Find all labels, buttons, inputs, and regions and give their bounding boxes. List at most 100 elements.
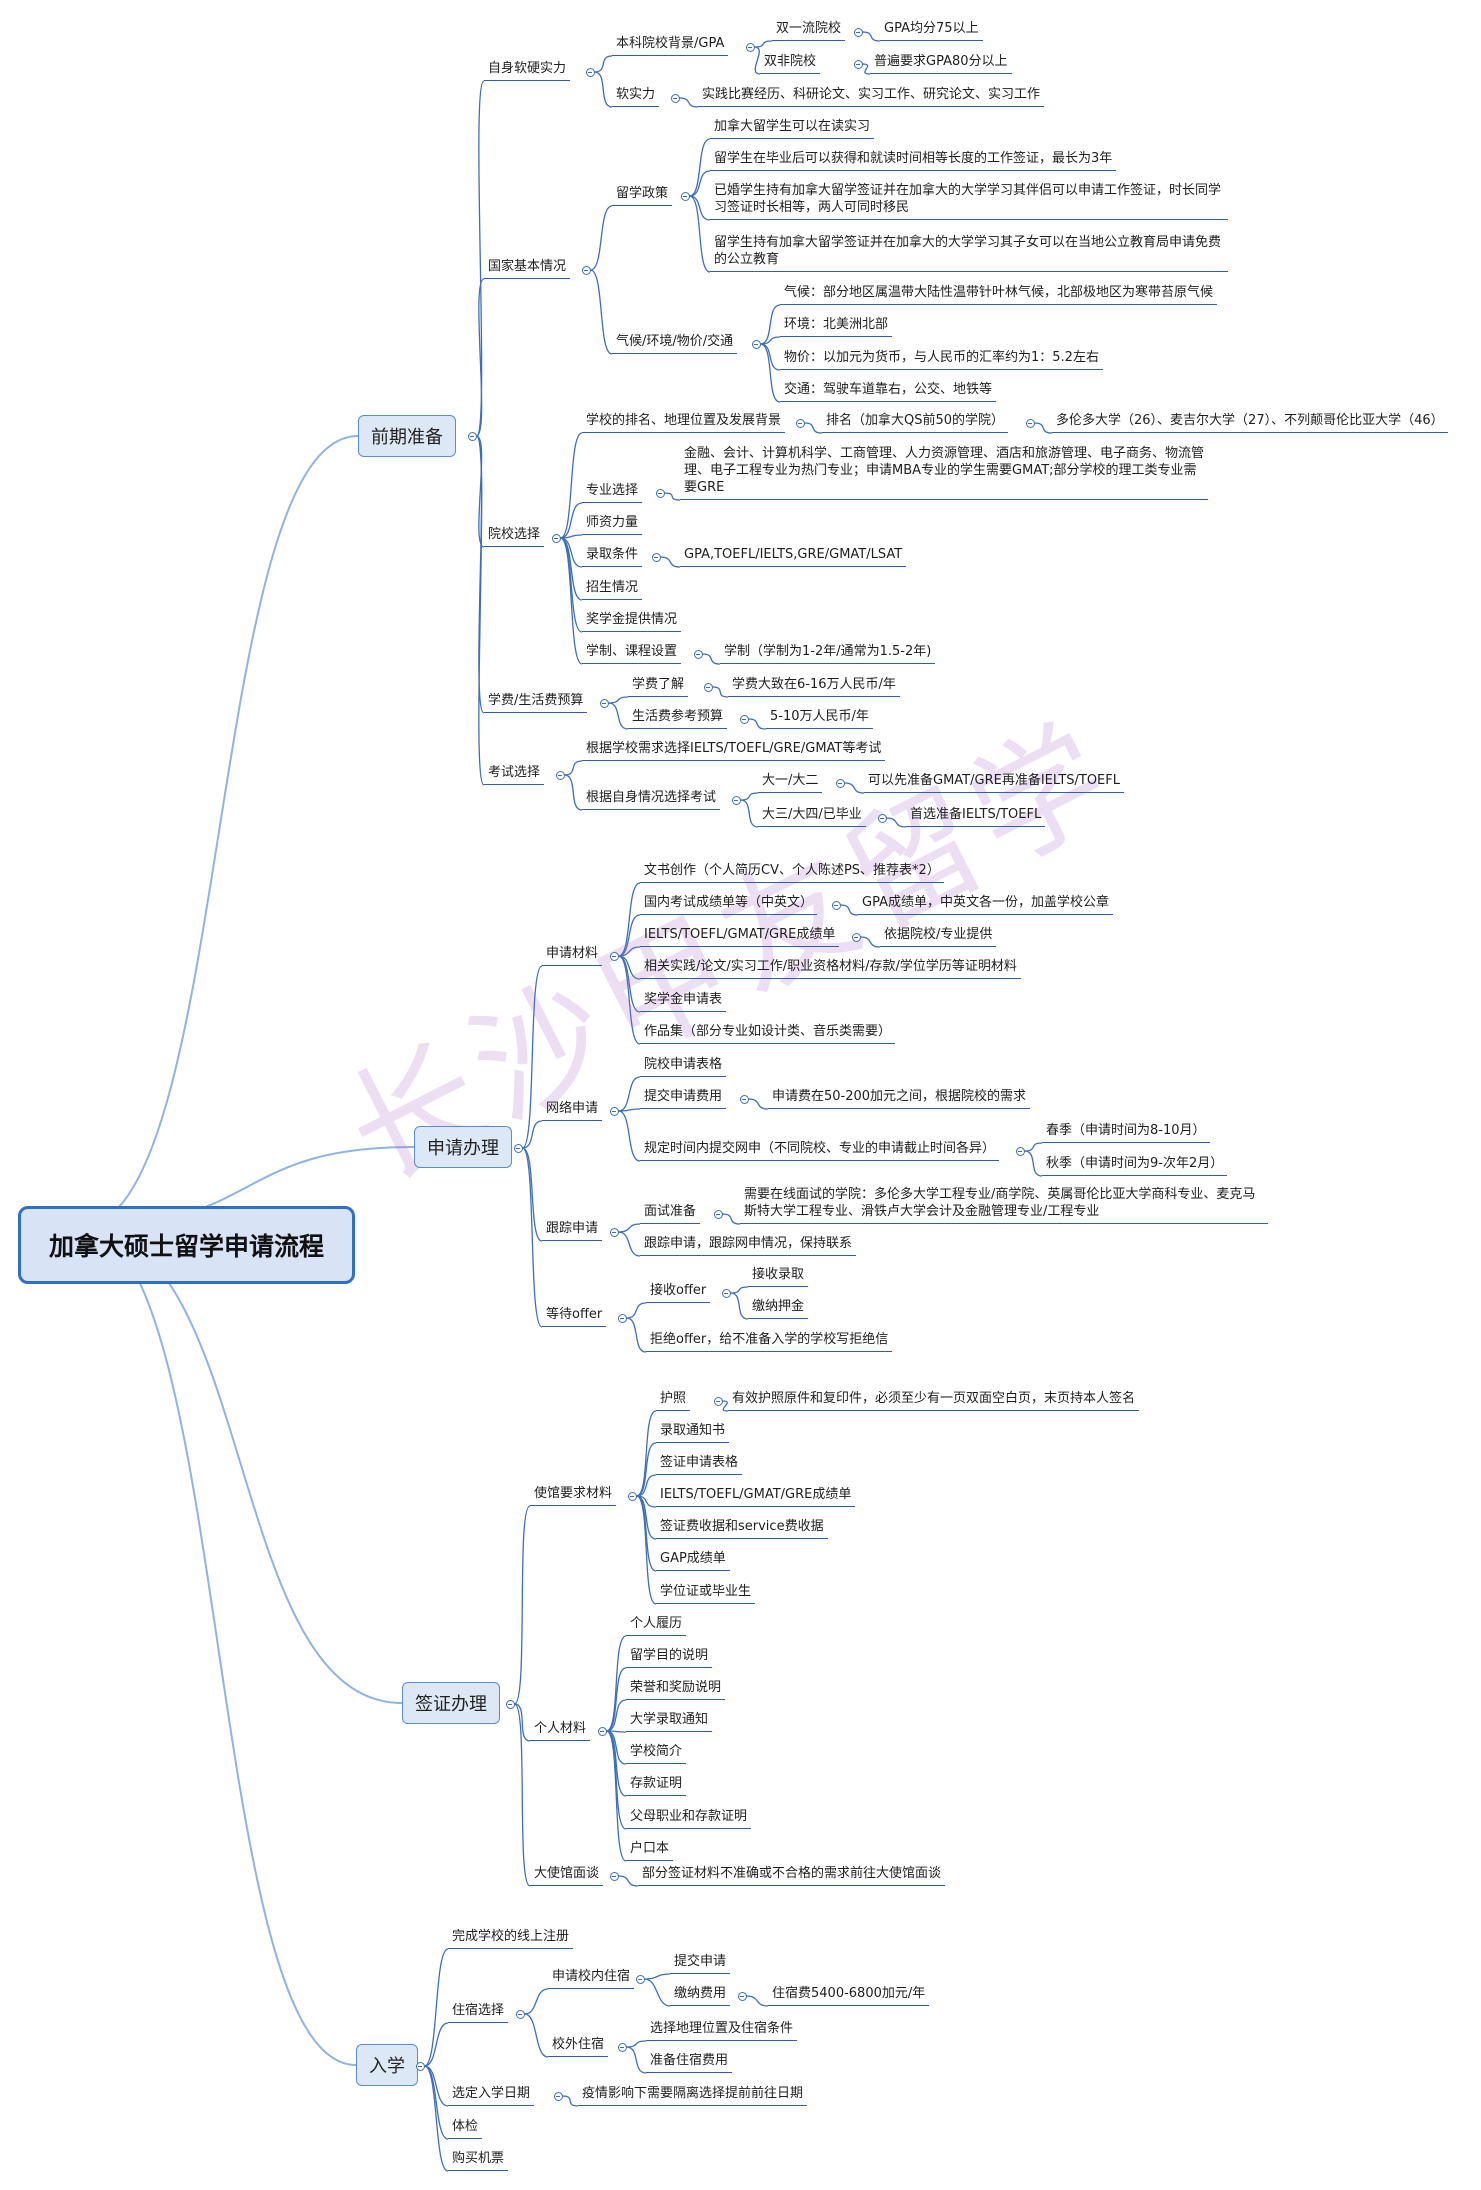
topic-v-e2[interactable]: 录取通知书 [656,1422,730,1443]
topic-v-p1[interactable]: 个人履历 [626,1615,687,1636]
topic-p-system-v[interactable]: 学制（学制为1-2年/通常为1.5-2年) [720,643,936,664]
topic-v-passport-v[interactable]: 有效护照原件和复印件，必须至少有一页双面空白页，末页持本人签名 [728,1390,1140,1411]
topic-a-offer[interactable]: 等待offer [542,1306,607,1327]
topic-p-budget[interactable]: 学费/生活费预算 [484,692,588,713]
topic-v-p6[interactable]: 存款证明 [626,1775,687,1796]
collapse-toggle-icon[interactable] [627,1491,637,1501]
collapse-toggle-icon[interactable] [680,191,690,201]
topic-v-embassy-mat[interactable]: 使馆要求材料 [530,1485,617,1506]
collapse-toggle-icon[interactable] [831,900,841,910]
topic-v-e4[interactable]: IELTS/TOEFL/GMAT/GRE成绩单 [656,1486,856,1507]
topic-e-date[interactable]: 选定入学日期 [448,2085,535,2106]
collapse-toggle-icon[interactable] [553,2091,563,2101]
topic-p-rank2[interactable]: 排名（加拿大QS前50的学院） [822,412,1009,433]
collapse-toggle-icon[interactable] [693,649,703,659]
topic-a-spring[interactable]: 春季（申请时间为8-10月） [1042,1122,1210,1143]
topic-p-climate[interactable]: 气候/环境/物价/交通 [612,333,738,354]
root-topic[interactable]: 加拿大硕士留学申请流程 [18,1206,356,1284]
collapse-toggle-icon[interactable] [651,552,661,562]
collapse-toggle-icon[interactable] [703,682,713,692]
topic-e-on[interactable]: 申请校内住宿 [548,1968,635,1989]
topic-p-cl1[interactable]: 气候：部分地区属温带大陆性温带针叶林气候，北部极地区为寒带苔原气候 [780,284,1218,305]
collapse-toggle-icon[interactable] [555,770,565,780]
topic-v-p2[interactable]: 留学目的说明 [626,1647,713,1668]
topic-v-e7[interactable]: 学位证或毕业生 [656,1583,756,1604]
collapse-toggle-icon[interactable] [505,1699,515,1709]
topic-e-off2[interactable]: 准备住宿费用 [646,2052,733,2073]
collapse-toggle-icon[interactable] [835,778,845,788]
topic-v-p3[interactable]: 荣誉和奖励说明 [626,1679,726,1700]
branch-visa[interactable]: 签证办理 [402,1682,500,1724]
topic-p-soft[interactable]: 自身软硬实力 [484,60,571,81]
topic-v-p5[interactable]: 学校简介 [626,1743,687,1764]
topic-p-pol2[interactable]: 留学生在毕业后可以获得和就读时间相等长度的工作签证，最长为3年 [710,150,1117,171]
branch-enroll[interactable]: 入学 [356,2044,418,2086]
topic-p-rank[interactable]: 学校的排名、地理位置及发展背景 [582,412,786,433]
topic-p-tuition-v[interactable]: 学费大致在6-16万人民币/年 [728,676,900,697]
topic-e-date-v[interactable]: 疫情影响下需要隔离选择提前前往日期 [578,2085,808,2106]
topic-a-o1[interactable]: 院校申请表格 [640,1056,727,1077]
topic-p-admit[interactable]: 录取条件 [582,546,643,567]
topic-a-track[interactable]: 跟踪申请，跟踪网申情况，保持联系 [640,1235,857,1256]
collapse-toggle-icon[interactable] [635,1974,645,1984]
topic-a-o3[interactable]: 规定时间内提交网申（不同院校、专业的申请截止时间各异） [640,1140,1000,1161]
topic-a-accept[interactable]: 接收offer [646,1282,711,1303]
topic-p-y12-v[interactable]: 可以先准备GMAT/GRE再准备IELTS/TOEFL [864,772,1124,793]
collapse-toggle-icon[interactable] [599,698,609,708]
collapse-toggle-icon[interactable] [795,418,805,428]
topic-p-y12[interactable]: 大一/大二 [758,772,823,793]
topic-a-m3[interactable]: IELTS/TOEFL/GMAT/GRE成绩单 [640,926,840,947]
topic-p-elite-gpa[interactable]: GPA均分75以上 [880,20,983,41]
topic-a-m2[interactable]: 国内考试成绩单等（中英文） [640,894,818,915]
topic-a-m1[interactable]: 文书创作（个人简历CV、个人陈述PS、推荐表*2） [640,862,944,883]
topic-p-nonelite[interactable]: 双非院校 [760,53,821,74]
collapse-toggle-icon[interactable] [721,1288,731,1298]
topic-a-reject[interactable]: 拒绝offer，给不准备入学的学校写拒绝信 [646,1331,893,1352]
topic-v-p7[interactable]: 父母职业和存款证明 [626,1808,752,1829]
topic-p-y34-v[interactable]: 首选准备IELTS/TOEFL [906,806,1046,827]
topic-a-m6[interactable]: 作品集（部分专业如设计类、音乐类需要） [640,1023,896,1044]
topic-e-register[interactable]: 完成学校的线上注册 [448,1928,574,1949]
topic-p-living-v[interactable]: 5-10万人民币/年 [766,708,873,729]
topic-a-acc1[interactable]: 接收录取 [748,1266,809,1287]
topic-p-rank3[interactable]: 多伦多大学（26）、麦吉尔大学（27）、不列颠哥伦比亚大学（46） [1052,412,1448,433]
collapse-toggle-icon[interactable] [751,339,761,349]
collapse-toggle-icon[interactable] [609,951,619,961]
topic-a-m3v[interactable]: 依据院校/专业提供 [880,926,997,947]
topic-v-e3[interactable]: 签证申请表格 [656,1454,743,1475]
topic-a-interview[interactable]: 面试准备 [640,1203,701,1224]
topic-p-nonelite-gpa[interactable]: 普遍要求GPA80分以上 [870,53,1012,74]
topic-e-on1[interactable]: 提交申请 [670,1953,731,1974]
topic-p-pol1[interactable]: 加拿大留学生可以在读实习 [710,118,875,139]
collapse-toggle-icon[interactable] [739,714,749,724]
topic-a-acc2[interactable]: 缴纳押金 [748,1298,809,1319]
topic-p-major[interactable]: 专业选择 [582,482,643,503]
collapse-toggle-icon[interactable] [655,488,665,498]
collapse-toggle-icon[interactable] [513,1143,523,1153]
topic-a-o2[interactable]: 提交申请费用 [640,1088,727,1109]
topic-e-on2v[interactable]: 住宿费5400-6800加元/年 [768,1985,930,2006]
topic-e-off1[interactable]: 选择地理位置及住宿条件 [646,2020,798,2041]
topic-v-interview-v[interactable]: 部分签证材料不准确或不合格的需求前往大使馆面谈 [638,1865,946,1886]
topic-p-softskill[interactable]: 软实力 [612,86,660,107]
collapse-toggle-icon[interactable] [609,1106,619,1116]
topic-e-ticket[interactable]: 购买机票 [448,2150,509,2171]
collapse-toggle-icon[interactable] [670,93,680,103]
topic-a-m4[interactable]: 相关实践/论文/实习工作/职业资格材料/存款/学位学历等证明材料 [640,958,1021,979]
collapse-toggle-icon[interactable] [415,2061,425,2071]
collapse-toggle-icon[interactable] [853,59,863,69]
collapse-toggle-icon[interactable] [617,2042,627,2052]
collapse-toggle-icon[interactable] [585,67,595,77]
topic-p-elite[interactable]: 双一流院校 [772,20,846,41]
topic-v-passport[interactable]: 护照 [656,1390,691,1411]
topic-p-school[interactable]: 院校选择 [484,526,545,547]
topic-v-personal[interactable]: 个人材料 [530,1720,591,1741]
topic-v-e6[interactable]: GAP成绩单 [656,1550,730,1571]
collapse-toggle-icon[interactable] [1025,418,1035,428]
collapse-toggle-icon[interactable] [551,533,561,543]
collapse-toggle-icon[interactable] [1015,1146,1025,1156]
topic-p-faculty[interactable]: 师资力量 [582,514,643,535]
topic-p-scholar[interactable]: 奖学金提供情况 [582,611,682,632]
topic-e-off[interactable]: 校外住宿 [548,2036,609,2057]
topic-p-enroll[interactable]: 招生情况 [582,579,643,600]
